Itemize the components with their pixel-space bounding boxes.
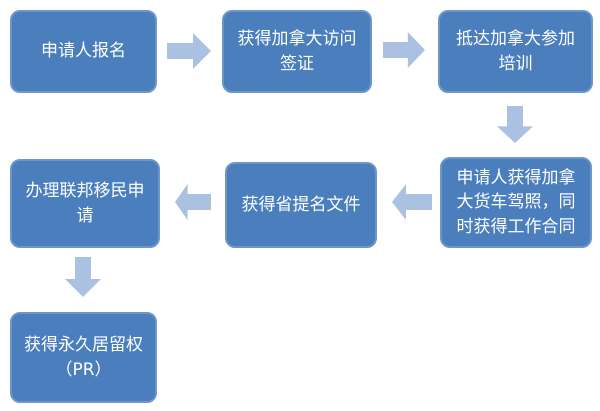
- node-applicant-registration: 申请人报名: [10, 10, 157, 93]
- node-provincial-nomination: 获得省提名文件: [225, 162, 377, 248]
- arrow-down-icon: [65, 257, 101, 297]
- node-truck-license-work-contract: 申请人获得加拿 大货车驾照，同 时获得工作合同: [440, 157, 592, 248]
- node-permanent-residence: 获得永久居留权 （PR）: [10, 312, 157, 403]
- node-federal-immigration-application: 办理联邦移民申 请: [10, 159, 160, 248]
- node-arrive-canada-training: 抵达加拿大参加 培训: [438, 10, 593, 93]
- arrow-right-icon: [383, 32, 425, 68]
- node-canada-visitor-visa: 获得加拿大访问 签证: [222, 10, 372, 93]
- arrow-down-icon: [497, 106, 533, 143]
- arrow-left-icon: [392, 184, 432, 220]
- arrow-right-icon: [167, 33, 211, 69]
- arrow-left-icon: [175, 184, 211, 220]
